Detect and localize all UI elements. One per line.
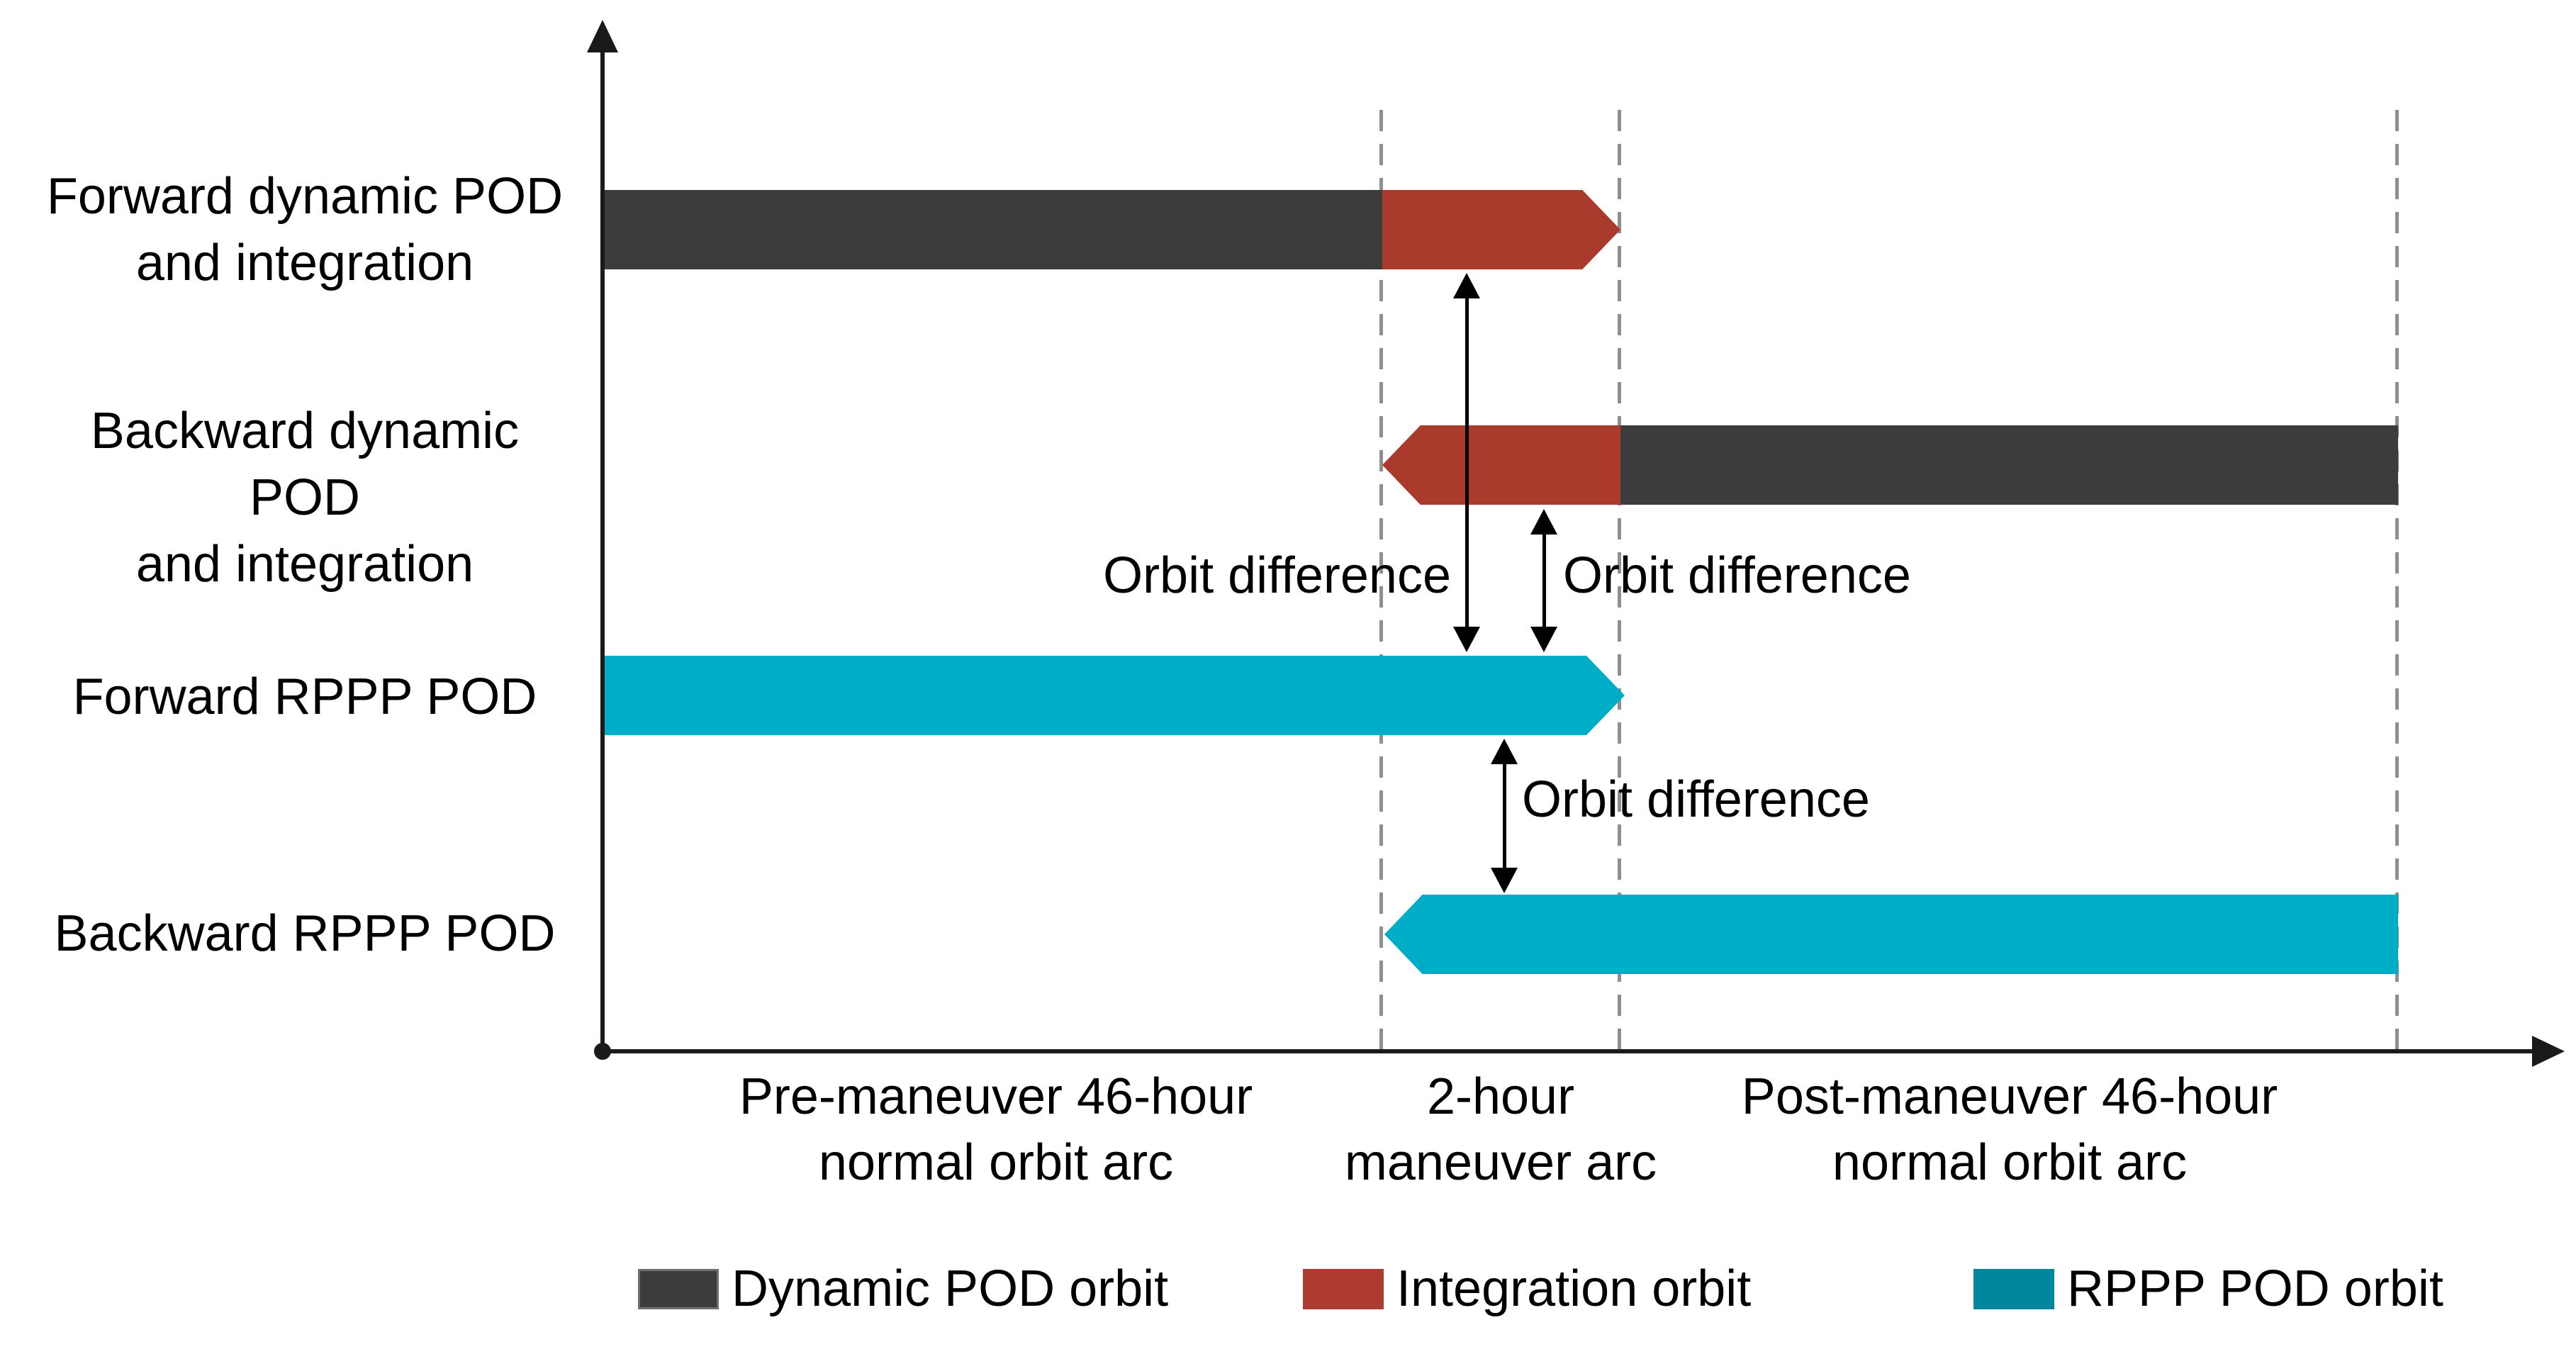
arrow-down-icon [1530, 627, 1557, 652]
gridline-post-arc-end [2395, 110, 2399, 1051]
legend-item-dynamic-pod: Dynamic POD orbit [638, 1263, 1168, 1314]
row-label-backward-dynamic-pod: Backward dynamic POD and integration [90, 403, 520, 593]
orbit-difference-label-3: Orbit difference [1522, 771, 1870, 828]
bar-backward-dynamic-pod [1620, 425, 2398, 505]
legend-item-integration: Integration orbit [1303, 1263, 1751, 1314]
y-axis-arrowhead-icon [587, 20, 618, 52]
arrow-down-icon [1453, 627, 1480, 652]
x-axis-line [603, 1049, 2541, 1053]
x-axis-arrowhead-icon [2532, 1036, 2565, 1067]
orbit-difference-label-2: Orbit difference [1563, 547, 1911, 604]
x-axis-label-maneuver: 2-hour maneuver arc [1344, 1068, 1657, 1191]
legend-label-rppp-pod: RPPP POD orbit [2067, 1260, 2443, 1317]
legend-swatch-dynamic-pod [638, 1268, 719, 1309]
bar-forward-integration-arrow [1382, 190, 1620, 269]
bar-backward-rppp-pod [1384, 895, 2398, 974]
bar-forward-rppp-pod [603, 656, 1625, 735]
orbit-difference-arrow-forward [1453, 273, 1480, 652]
x-axis-label-post-maneuver: Post-maneuver 46-hour normal orbit arc [1741, 1068, 2278, 1191]
gridline-maneuver-end [1618, 110, 1621, 1051]
legend-item-rppp-pod: RPPP POD orbit [1973, 1263, 2443, 1314]
origin-dot [594, 1043, 611, 1060]
legend-swatch-rppp-pod [1973, 1268, 2054, 1309]
row-label-backward-rppp-pod: Backward RPPP POD [54, 905, 556, 962]
x-axis-label-pre-maneuver: Pre-maneuver 46-hour normal orbit arc [739, 1068, 1253, 1191]
orbit-difference-arrow-backward [1530, 509, 1557, 652]
arrow-down-icon [1491, 868, 1518, 893]
bar-forward-dynamic-pod [603, 190, 1382, 269]
legend-swatch-integration [1303, 1268, 1384, 1309]
y-axis-line [600, 43, 605, 1051]
bar-backward-integration-arrow [1382, 425, 1620, 505]
orbit-difference-label-1: Orbit difference [1103, 547, 1451, 604]
legend-label-integration: Integration orbit [1396, 1260, 1752, 1317]
legend-label-dynamic-pod: Dynamic POD orbit [732, 1260, 1169, 1317]
gridline-maneuver-start [1379, 110, 1383, 1051]
orbit-difference-arrow-rppp [1491, 739, 1518, 893]
row-label-forward-rppp-pod: Forward RPPP POD [72, 668, 537, 725]
row-label-forward-dynamic-pod: Forward dynamic POD and integration [46, 168, 564, 291]
